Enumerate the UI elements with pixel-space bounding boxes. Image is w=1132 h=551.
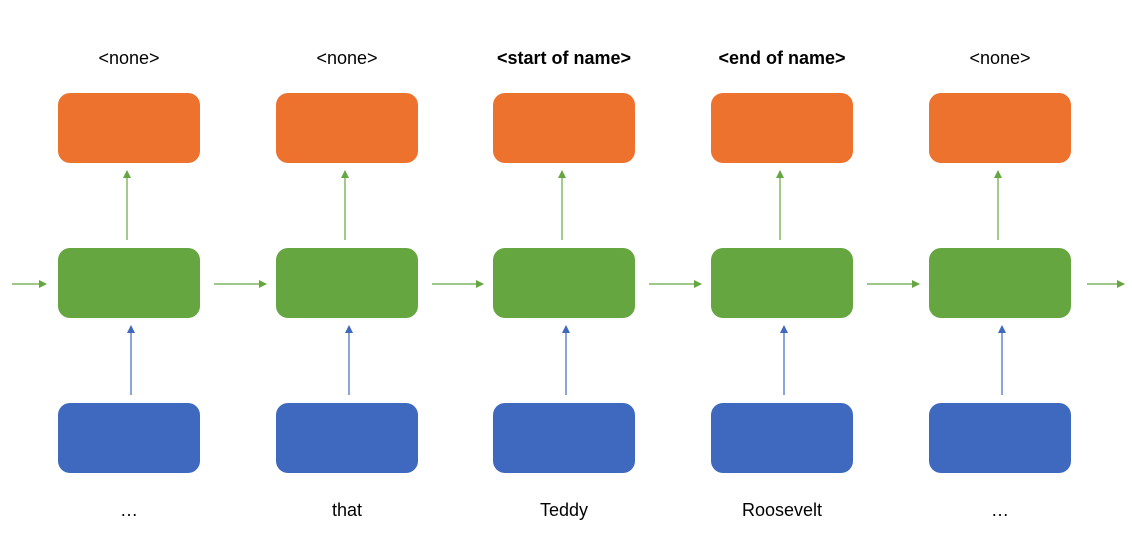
output-box-3 bbox=[493, 93, 635, 163]
input-word-label-4: Roosevelt bbox=[741, 500, 823, 520]
input-box-5 bbox=[929, 403, 1071, 473]
output-tag-label-1: <none> bbox=[98, 48, 160, 68]
hidden-box-4 bbox=[711, 248, 853, 318]
arrows-layer bbox=[12, 170, 1125, 395]
hidden-box-5 bbox=[929, 248, 1071, 318]
output-box-2 bbox=[276, 93, 418, 163]
input-box-1 bbox=[58, 403, 200, 473]
hidden-box-1 bbox=[58, 248, 200, 318]
input-box-3 bbox=[493, 403, 635, 473]
output-tag-label-2: <none> bbox=[316, 48, 378, 68]
input-word-label-5: … bbox=[991, 500, 1009, 520]
output-box-5 bbox=[929, 93, 1071, 163]
input-box-4 bbox=[711, 403, 853, 473]
output-box-1 bbox=[58, 93, 200, 163]
output-tag-label-4: <end of name> bbox=[718, 48, 846, 68]
output-tag-label-3: <start of name> bbox=[496, 48, 632, 68]
hidden-box-2 bbox=[276, 248, 418, 318]
input-word-label-1: … bbox=[120, 500, 138, 520]
input-word-label-2: that bbox=[331, 500, 363, 520]
input-word-label-3: Teddy bbox=[539, 500, 589, 520]
hidden-box-3 bbox=[493, 248, 635, 318]
output-tag-label-5: <none> bbox=[969, 48, 1031, 68]
boxes-layer bbox=[58, 93, 1071, 473]
output-box-4 bbox=[711, 93, 853, 163]
input-box-2 bbox=[276, 403, 418, 473]
